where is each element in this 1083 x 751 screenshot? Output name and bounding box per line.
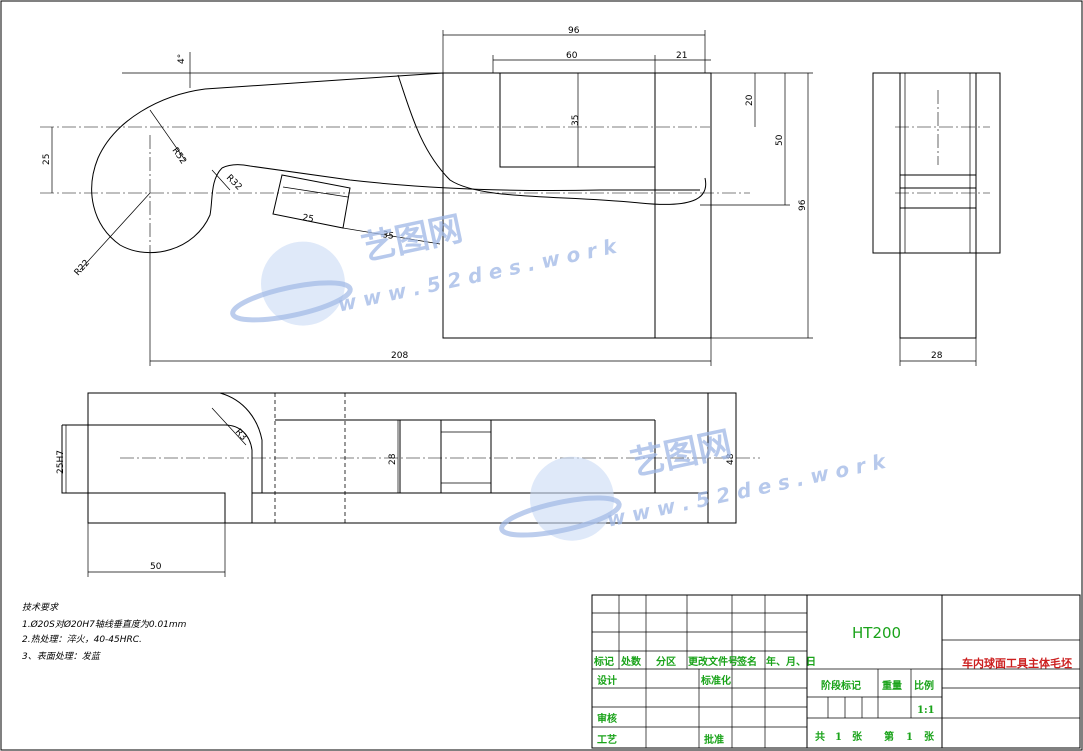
watermark-swoosh-1 <box>230 280 353 323</box>
tb-hdr-count: 处数 <box>620 655 642 668</box>
dim-60: 60 <box>566 51 578 61</box>
dim-21: 21 <box>676 51 687 61</box>
arm-lower-edge <box>221 164 700 192</box>
watermark-1: 艺图网 w w w . 5 2 d e s . w o r k <box>230 209 620 326</box>
tb-sheet-unit2: 张 <box>924 730 935 743</box>
tb-sheet-unit: 张 <box>852 730 863 743</box>
dim-25-left: 25 <box>42 154 52 165</box>
tb-role-standard: 标准化 <box>700 674 731 687</box>
section-window <box>440 419 492 494</box>
dim-48: 48 <box>726 453 736 465</box>
title-block-frame <box>591 594 1081 749</box>
dim-35-slot-line <box>342 227 441 245</box>
bore-outline <box>61 424 253 523</box>
tb-total-label: 共 <box>815 730 825 743</box>
dim-r32: R32 <box>224 173 244 193</box>
tb-hdr-docno: 更改文件号 <box>688 655 738 668</box>
dim-4deg: 4° <box>177 54 187 64</box>
arm-upper-edge <box>204 72 444 90</box>
dim-208: 208 <box>391 351 408 361</box>
tb-role-process: 工艺 <box>597 733 617 746</box>
r3-curve <box>219 392 263 493</box>
tb-total: 1 <box>835 732 842 743</box>
tech-notes-line1: 1.Ø20S对Ø20H7轴线垂直度为0.01mm <box>22 619 187 630</box>
dim-50-bottom: 50 <box>150 562 162 572</box>
side-lower <box>899 252 977 339</box>
dim-25-slot: 25 <box>301 213 314 225</box>
tb-stage-mark: 阶段标记 <box>821 679 861 692</box>
dim-96-right: 96 <box>798 199 808 211</box>
dim-35: 35 <box>571 115 581 126</box>
tb-role-design: 设计 <box>597 674 617 687</box>
side-view: 28 <box>872 72 1001 366</box>
arm-sweep-curve <box>397 74 707 205</box>
watermark-2: 艺图网 w w w . 5 2 d e s . w o r k <box>499 424 889 541</box>
tb-weight: 重量 <box>882 679 902 692</box>
r3-leader <box>211 407 247 446</box>
tb-role-check: 审核 <box>597 712 617 725</box>
tech-notes-title: 技术要求 <box>22 602 59 613</box>
r22-leader <box>79 192 151 271</box>
slot-line <box>282 186 349 198</box>
tech-notes-line3: 3、表面处理：发蓝 <box>22 651 102 662</box>
tb-sheet-label: 第 <box>884 730 894 743</box>
dim-35-slot: 35 <box>381 230 394 242</box>
dim-r3: R3 <box>233 427 248 443</box>
r32-leader <box>211 169 231 191</box>
tb-hdr-date: 年、月、日 <box>766 655 816 668</box>
tb-role-approve: 批准 <box>704 733 724 746</box>
hook-outer-arc <box>91 88 223 254</box>
watermark-cn-2: 艺图网 <box>627 424 735 484</box>
dim-50: 50 <box>775 134 785 146</box>
front-view <box>40 72 750 339</box>
watermark-swoosh-2 <box>499 495 622 538</box>
section-view: 25H7 R3 28 48 50 <box>56 392 760 577</box>
tb-scale: 1:1 <box>917 705 935 716</box>
dim-96-top: 96 <box>568 26 580 36</box>
dim-28-mid: 28 <box>388 453 398 465</box>
tech-notes: 技术要求 1.Ø20S对Ø20H7轴线垂直度为0.01mm 2.热处理：淬火，4… <box>22 602 187 662</box>
dim-20: 20 <box>745 94 755 106</box>
pocket-outline <box>499 73 655 168</box>
dim-28-side: 28 <box>931 351 943 361</box>
tb-material: HT200 <box>852 624 901 642</box>
tb-hdr-zone: 分区 <box>656 655 676 668</box>
tb-scale-label: 比例 <box>914 679 934 692</box>
tb-hdr-sign: 签名 <box>736 655 757 668</box>
r52-leader <box>149 109 186 161</box>
tb-hdr-mark: 标记 <box>593 655 614 668</box>
tb-part-name: 车内球面工具主体毛坯 <box>962 656 1072 670</box>
dim-25h7: 25H7 <box>56 450 66 474</box>
side-outer <box>872 72 1001 254</box>
title-block: HT200 车内球面工具主体毛坯 标记 处数 分区 更改文件号 签名 年、月、日… <box>591 594 1081 749</box>
front-dimensions: 96 60 21 4° 35 20 50 96 25 R52 R32 R22 2… <box>42 26 813 366</box>
body-outline <box>442 72 712 339</box>
dim-r52: R52 <box>170 146 188 166</box>
tech-notes-line2: 2.热处理：淬火，40-45HRC. <box>22 634 142 645</box>
watermark-cn-1: 艺图网 <box>358 209 466 269</box>
tb-sheet: 1 <box>906 732 913 743</box>
dim-r22: R22 <box>73 258 92 278</box>
